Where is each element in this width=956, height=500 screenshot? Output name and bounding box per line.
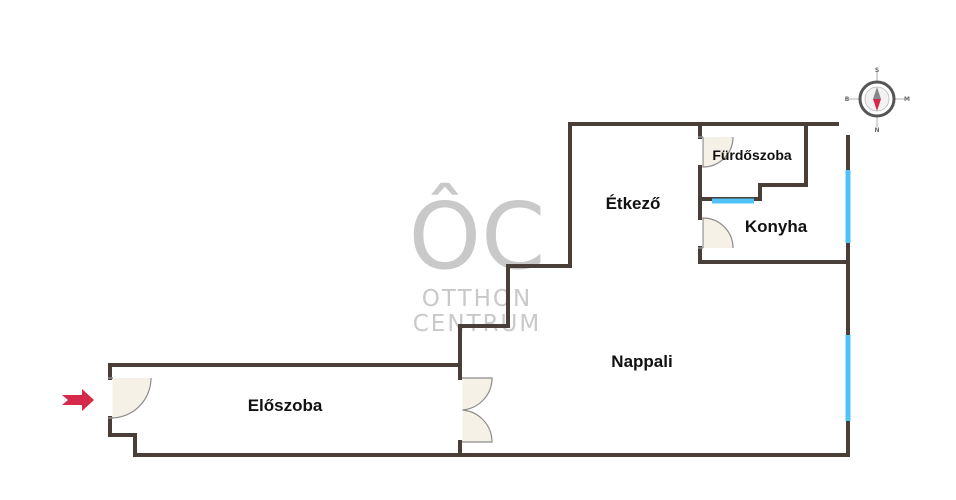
door-jambs <box>108 136 703 419</box>
door-openings <box>107 139 703 440</box>
otthon-centrum-watermark: ÔC OTTHON CENTRUM <box>409 181 546 337</box>
entrance-door <box>110 377 152 419</box>
compass-left-letter: B <box>845 96 850 103</box>
room-label-konyha: Konyha <box>745 217 808 236</box>
hall-door-upper <box>459 377 493 411</box>
compass-icon: S M N B <box>839 63 915 135</box>
compass-top-letter: S <box>875 67 879 74</box>
doors <box>110 136 734 443</box>
entrance-arrow-icon <box>62 389 94 411</box>
bathroom-door <box>702 136 734 168</box>
kitchen-door <box>702 217 734 249</box>
watermark-line1: OTTHON <box>422 286 532 312</box>
windows <box>712 170 851 421</box>
room-label-furdoszoba: Fürdőszoba <box>712 147 792 163</box>
compass-bottom-letter: N <box>874 127 879 134</box>
hall-door-lower <box>459 409 493 443</box>
room-label-etkezo: Étkező <box>606 194 661 213</box>
room-label-eloszoba: Előszoba <box>248 396 323 415</box>
outer-wall <box>108 122 850 457</box>
room-label-nappali: Nappali <box>611 352 672 371</box>
watermark-logo: ÔC <box>409 181 546 290</box>
compass-right-letter: M <box>904 96 910 103</box>
